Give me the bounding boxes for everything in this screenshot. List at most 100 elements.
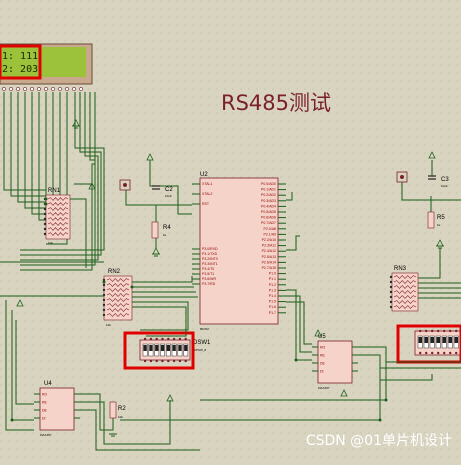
dip-pin-top [161,337,164,341]
dip-lever [155,345,159,351]
lcd-pin [79,87,83,91]
resistor-network-rn1[interactable]: RN1 10k [43,188,71,245]
dip-lever [149,345,153,351]
lcd-line-1: 1: 111 [2,51,38,62]
dip-pin-bottom [172,359,176,363]
junction-dot [10,418,14,422]
resistor-element [47,232,69,236]
u2-pin-name: P2.5/A13 [262,255,276,259]
resistor-network-rn3[interactable]: RN3 [389,266,419,312]
dip-pin-top [437,329,440,333]
wire-net [0,160,461,451]
node-dot [389,300,393,304]
wire-segment [200,346,387,401]
max487-pin-name: RE [320,354,326,358]
dip-pin-top [431,329,434,333]
node-dot [102,308,106,312]
resistor-element [47,222,69,226]
lcd-pin [44,87,48,91]
lcd-pin [37,87,41,91]
dip-lever [160,345,165,351]
lcd-pin [23,87,27,91]
wire-segment [5,300,34,431]
u2-pin-name: P1.7 [269,311,276,315]
wire-segment [160,185,192,215]
resistor-network-rn2[interactable]: RN2 10k [102,269,133,327]
node-dot [389,275,393,279]
lcd-control-line [20,92,105,251]
dip-switch-dsw1[interactable]: DSW1 DIPSW_8 [123,331,211,370]
resistor-element [106,288,130,292]
node-dot [43,212,47,216]
resistor-r4[interactable]: R4 1k [151,221,171,239]
node-dot [43,207,47,211]
u4-body [39,387,75,431]
power-arrow [146,153,154,161]
u2-pin-name: XTAL1 [202,182,212,186]
lcd-bus-wires [0,92,105,271]
u2-pin-name: P2.1/A9 [264,232,277,236]
node-dot [43,227,47,231]
node-dot [43,217,47,221]
dip-lever [436,337,440,343]
junction-dot [44,197,48,201]
wire-segment [70,198,87,268]
wire-segment [120,354,381,421]
u2-body [199,177,279,325]
resistor-element [47,227,69,231]
lcd-pins [2,87,83,91]
microcontroller-u2[interactable]: U2 XTAL1XTAL2RSTP3.0/RXDP3.1/TXDP3.2/INT… [192,172,286,331]
dip-pin-bottom [431,351,434,355]
max487-pin-name: RO [320,346,326,350]
junction-dot [44,202,48,206]
resistor-element [106,308,130,312]
node-dot [389,280,393,284]
dip-lever [454,337,458,343]
wire-segment [80,409,200,451]
resistor-element [393,295,417,299]
dip-pin-top [172,337,176,341]
dip-pin-bottom [149,359,153,363]
node-dot [43,222,47,226]
wire-segment [80,400,171,445]
dip-pin-top [143,337,147,341]
u2-pin-name: P0.5/AD5 [261,210,276,214]
lcd-pin [9,87,13,91]
wire-segment [380,374,433,381]
u2-pin-name: P1.0 [269,272,276,276]
wire-segment [132,276,193,283]
u2-pin-name: P3.1/TXD [202,252,218,256]
u2-pin-name: P3.7/RD [202,282,216,286]
resistor-element [106,303,130,307]
lcd-bus-line [10,92,46,197]
capacitor-c2[interactable]: C2 10uF [152,185,173,198]
u2-right-pins: P0.0/AD0P0.1/AD1P0.2/AD2P0.3/AD3P0.4/AD4… [261,182,286,315]
node-dot [102,313,106,317]
lcd-control-line [20,92,102,256]
dip-pin-bottom [184,359,187,363]
junction-dot [384,398,388,402]
dsw1-highlight-box [123,331,195,370]
u2-pin-name: P0.2/AD2 [261,193,276,197]
dip-pin-bottom [425,351,428,355]
dip-pin-bottom [449,351,452,355]
rn2-value: 10k [106,323,111,327]
dip-pin-top [184,337,187,341]
wire-segment [418,248,441,279]
lcd-line-2: 2: 203 [2,64,38,75]
reset-button[interactable] [119,179,131,191]
dsw1-part: DIPSW_8 [193,348,207,352]
dip-pin-bottom [419,351,422,355]
resistor-element [47,202,69,206]
lcd-display[interactable]: 1: 111 2: 203 [0,43,93,91]
u2-pin-name: P0.1/AD1 [261,188,276,192]
dip-pin-top [178,337,182,341]
node-dot [102,283,106,287]
resistor-element [106,298,130,302]
dip-pin-top [443,329,446,333]
resistor-element [47,197,69,201]
u2-pin-name: RST [202,202,210,206]
